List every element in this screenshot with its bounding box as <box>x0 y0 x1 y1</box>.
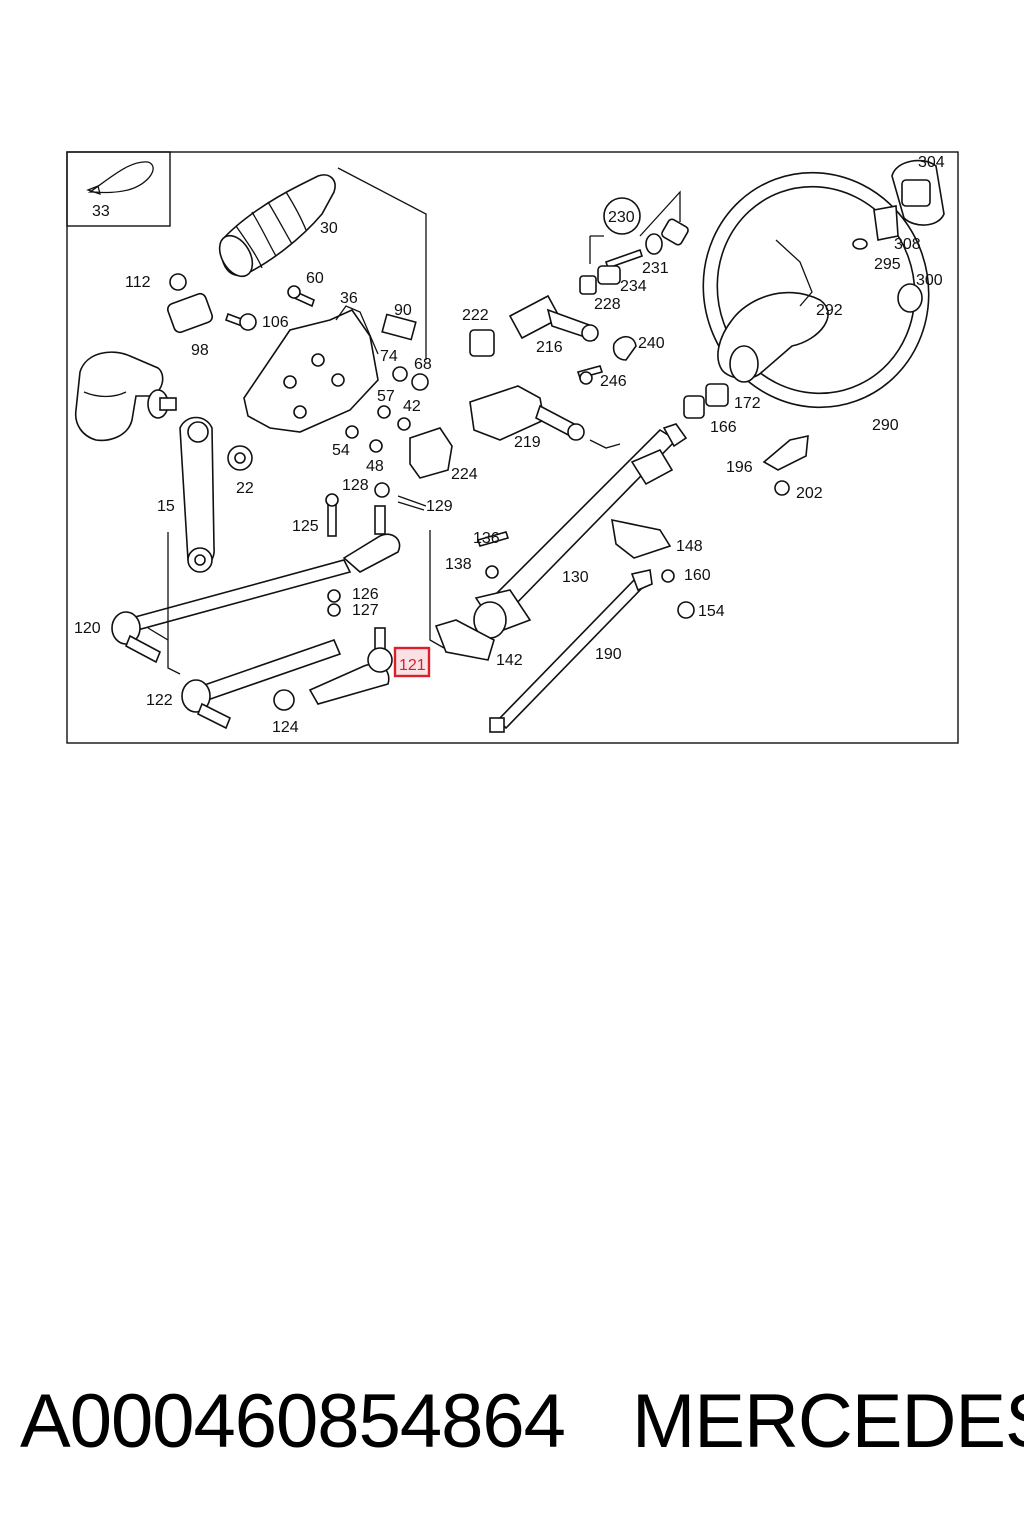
label-60: 60 <box>306 270 324 287</box>
column-bushings-part <box>683 383 729 419</box>
label-136: 136 <box>473 530 500 547</box>
label-231: 231 <box>642 260 669 277</box>
label-295: 295 <box>874 256 901 273</box>
label-148: 148 <box>676 538 703 555</box>
label-290: 290 <box>872 417 899 434</box>
label-308: 308 <box>894 236 921 253</box>
brand-name: MERCEDES <box>632 1379 1024 1464</box>
label-57: 57 <box>377 388 395 405</box>
label-292: 292 <box>816 302 843 319</box>
horn-pad-parts <box>852 159 945 313</box>
label-36: 36 <box>340 290 358 307</box>
label-112: 112 <box>125 274 151 291</box>
label-128: 128 <box>342 477 369 494</box>
steering-wheel-part <box>702 171 930 409</box>
label-98: 98 <box>191 342 209 359</box>
label-48: 48 <box>366 458 384 475</box>
label-129: 129 <box>426 498 453 515</box>
column-switch-part <box>762 434 809 471</box>
label-304: 304 <box>918 154 945 171</box>
caption-bar: A000460854864 MERCEDES <box>0 1372 1024 1482</box>
label-121: 121 <box>399 657 426 674</box>
label-122: 122 <box>146 692 173 709</box>
label-30: 30 <box>320 220 338 237</box>
highlight-box-121 <box>393 646 431 678</box>
label-190: 190 <box>595 646 622 663</box>
label-142: 142 <box>496 652 523 669</box>
hardware-parts <box>166 273 790 711</box>
label-54: 54 <box>332 442 350 459</box>
label-196: 196 <box>726 459 753 476</box>
label-33: 33 <box>92 203 110 220</box>
label-240: 240 <box>638 335 665 352</box>
ignition-switch-parts <box>409 294 599 479</box>
label-154: 154 <box>698 603 725 620</box>
label-127: 127 <box>352 602 379 619</box>
label-120: 120 <box>74 620 101 637</box>
label-68: 68 <box>414 356 432 373</box>
label-42: 42 <box>403 398 421 415</box>
label-246: 246 <box>600 373 627 390</box>
label-126: 126 <box>352 586 379 603</box>
label-216: 216 <box>536 339 563 356</box>
steering-boot-part <box>218 174 336 278</box>
label-228: 228 <box>594 296 621 313</box>
cable-tie-part <box>86 161 154 195</box>
label-15: 15 <box>157 498 175 515</box>
label-202: 202 <box>796 485 823 502</box>
label-106: 106 <box>262 314 289 331</box>
label-130: 130 <box>562 569 589 586</box>
label-219: 219 <box>514 434 541 451</box>
steering-column-part <box>434 423 688 661</box>
tie-rod-assembly-part <box>111 505 401 730</box>
inset-box <box>66 151 171 227</box>
label-138: 138 <box>445 556 472 573</box>
intermediate-shaft-part <box>489 569 653 733</box>
diagram-frame <box>66 151 959 744</box>
label-166: 166 <box>710 419 737 436</box>
label-90: 90 <box>394 302 412 319</box>
label-172: 172 <box>734 395 761 412</box>
label-74: 74 <box>380 348 398 365</box>
label-224: 224 <box>451 466 478 483</box>
steering-gear-housing-part <box>74 351 177 442</box>
pitman-arm-part <box>179 416 215 573</box>
part-labels: 33 30 112 60 36 90 106 98 74 68 57 42 54… <box>74 154 945 736</box>
lock-cylinder-parts <box>579 190 689 361</box>
label-22: 22 <box>236 480 254 497</box>
label-125: 125 <box>292 518 319 535</box>
leader-lines <box>147 167 445 675</box>
label-222: 222 <box>462 307 489 324</box>
label-124: 124 <box>272 719 299 736</box>
part-number: A000460854864 <box>20 1379 566 1464</box>
mounting-bracket-part <box>243 305 379 433</box>
label-230: 230 <box>608 209 635 226</box>
label-160: 160 <box>684 567 711 584</box>
steering-parts-diagram: 33 30 112 60 36 90 106 98 74 68 57 42 54… <box>66 151 959 744</box>
label-234: 234 <box>620 278 647 295</box>
label-300: 300 <box>916 272 943 289</box>
